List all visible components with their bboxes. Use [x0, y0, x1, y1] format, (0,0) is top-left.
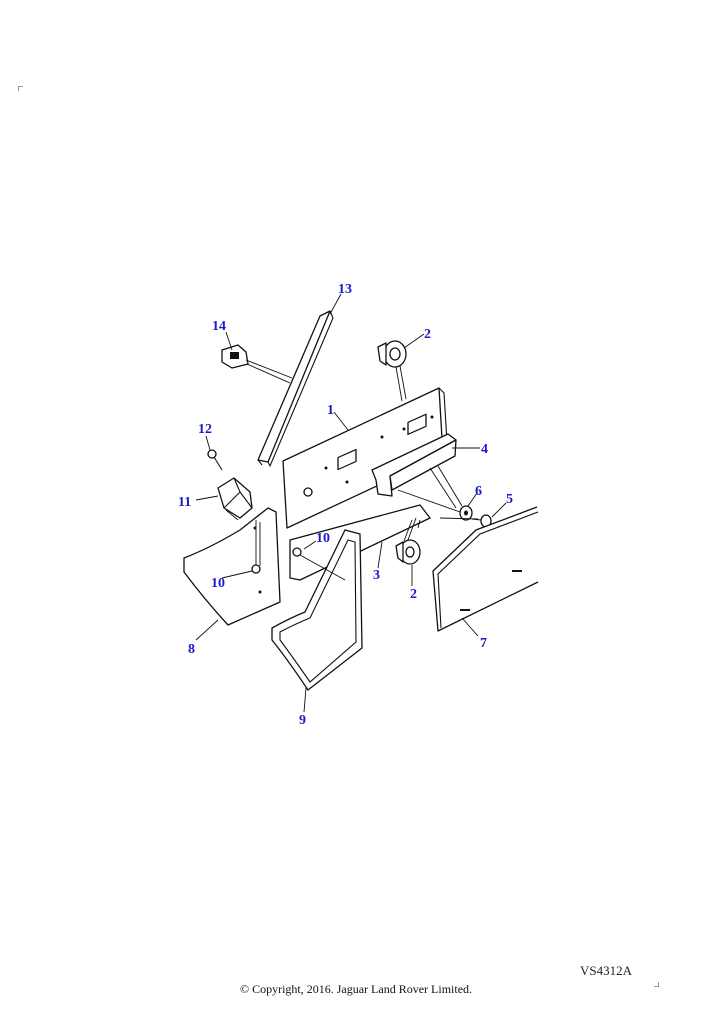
part-10-screw-left [251, 564, 261, 574]
part-14-clip [221, 344, 249, 369]
part-10-screw-right [292, 547, 302, 557]
callout-7: 7 [480, 636, 487, 651]
callout-9: 9 [299, 713, 306, 728]
callout-12: 12 [198, 422, 212, 437]
part-12-screw [207, 449, 223, 471]
callout-4: 4 [481, 442, 488, 457]
callout-5: 5 [506, 492, 513, 507]
callout-13: 13 [338, 282, 352, 297]
callout-2-top: 2 [424, 327, 431, 342]
part-9-lower-panel [271, 529, 363, 691]
diagram-reference-code: VS4312A [580, 963, 633, 978]
part-7-pocket-board [432, 506, 539, 632]
callout-10-left: 10 [211, 576, 225, 591]
callout-8: 8 [188, 642, 195, 657]
callout-2-bottom: 2 [410, 587, 417, 602]
part-2-fastener-bottom [395, 539, 421, 565]
crop-mark-bottom-right [654, 982, 659, 987]
crop-mark-top-left [18, 86, 23, 91]
leader-lines [195, 293, 507, 713]
callout-14: 14 [212, 319, 226, 334]
part-8-lower-trim [183, 507, 281, 626]
part-11-block [217, 477, 253, 519]
callout-3: 3 [373, 568, 380, 583]
callout-11: 11 [178, 495, 191, 510]
copyright-notice: © Copyright, 2016. Jaguar Land Rover Lim… [239, 982, 473, 996]
part-4-pull-handle [371, 433, 457, 497]
part-2-fastener-top [377, 340, 407, 368]
part-6-washer [459, 505, 473, 521]
callout-1: 1 [327, 403, 334, 418]
part-13-trim-strip [257, 310, 334, 468]
callout-6: 6 [475, 484, 482, 499]
callout-10-right: 10 [316, 531, 330, 546]
